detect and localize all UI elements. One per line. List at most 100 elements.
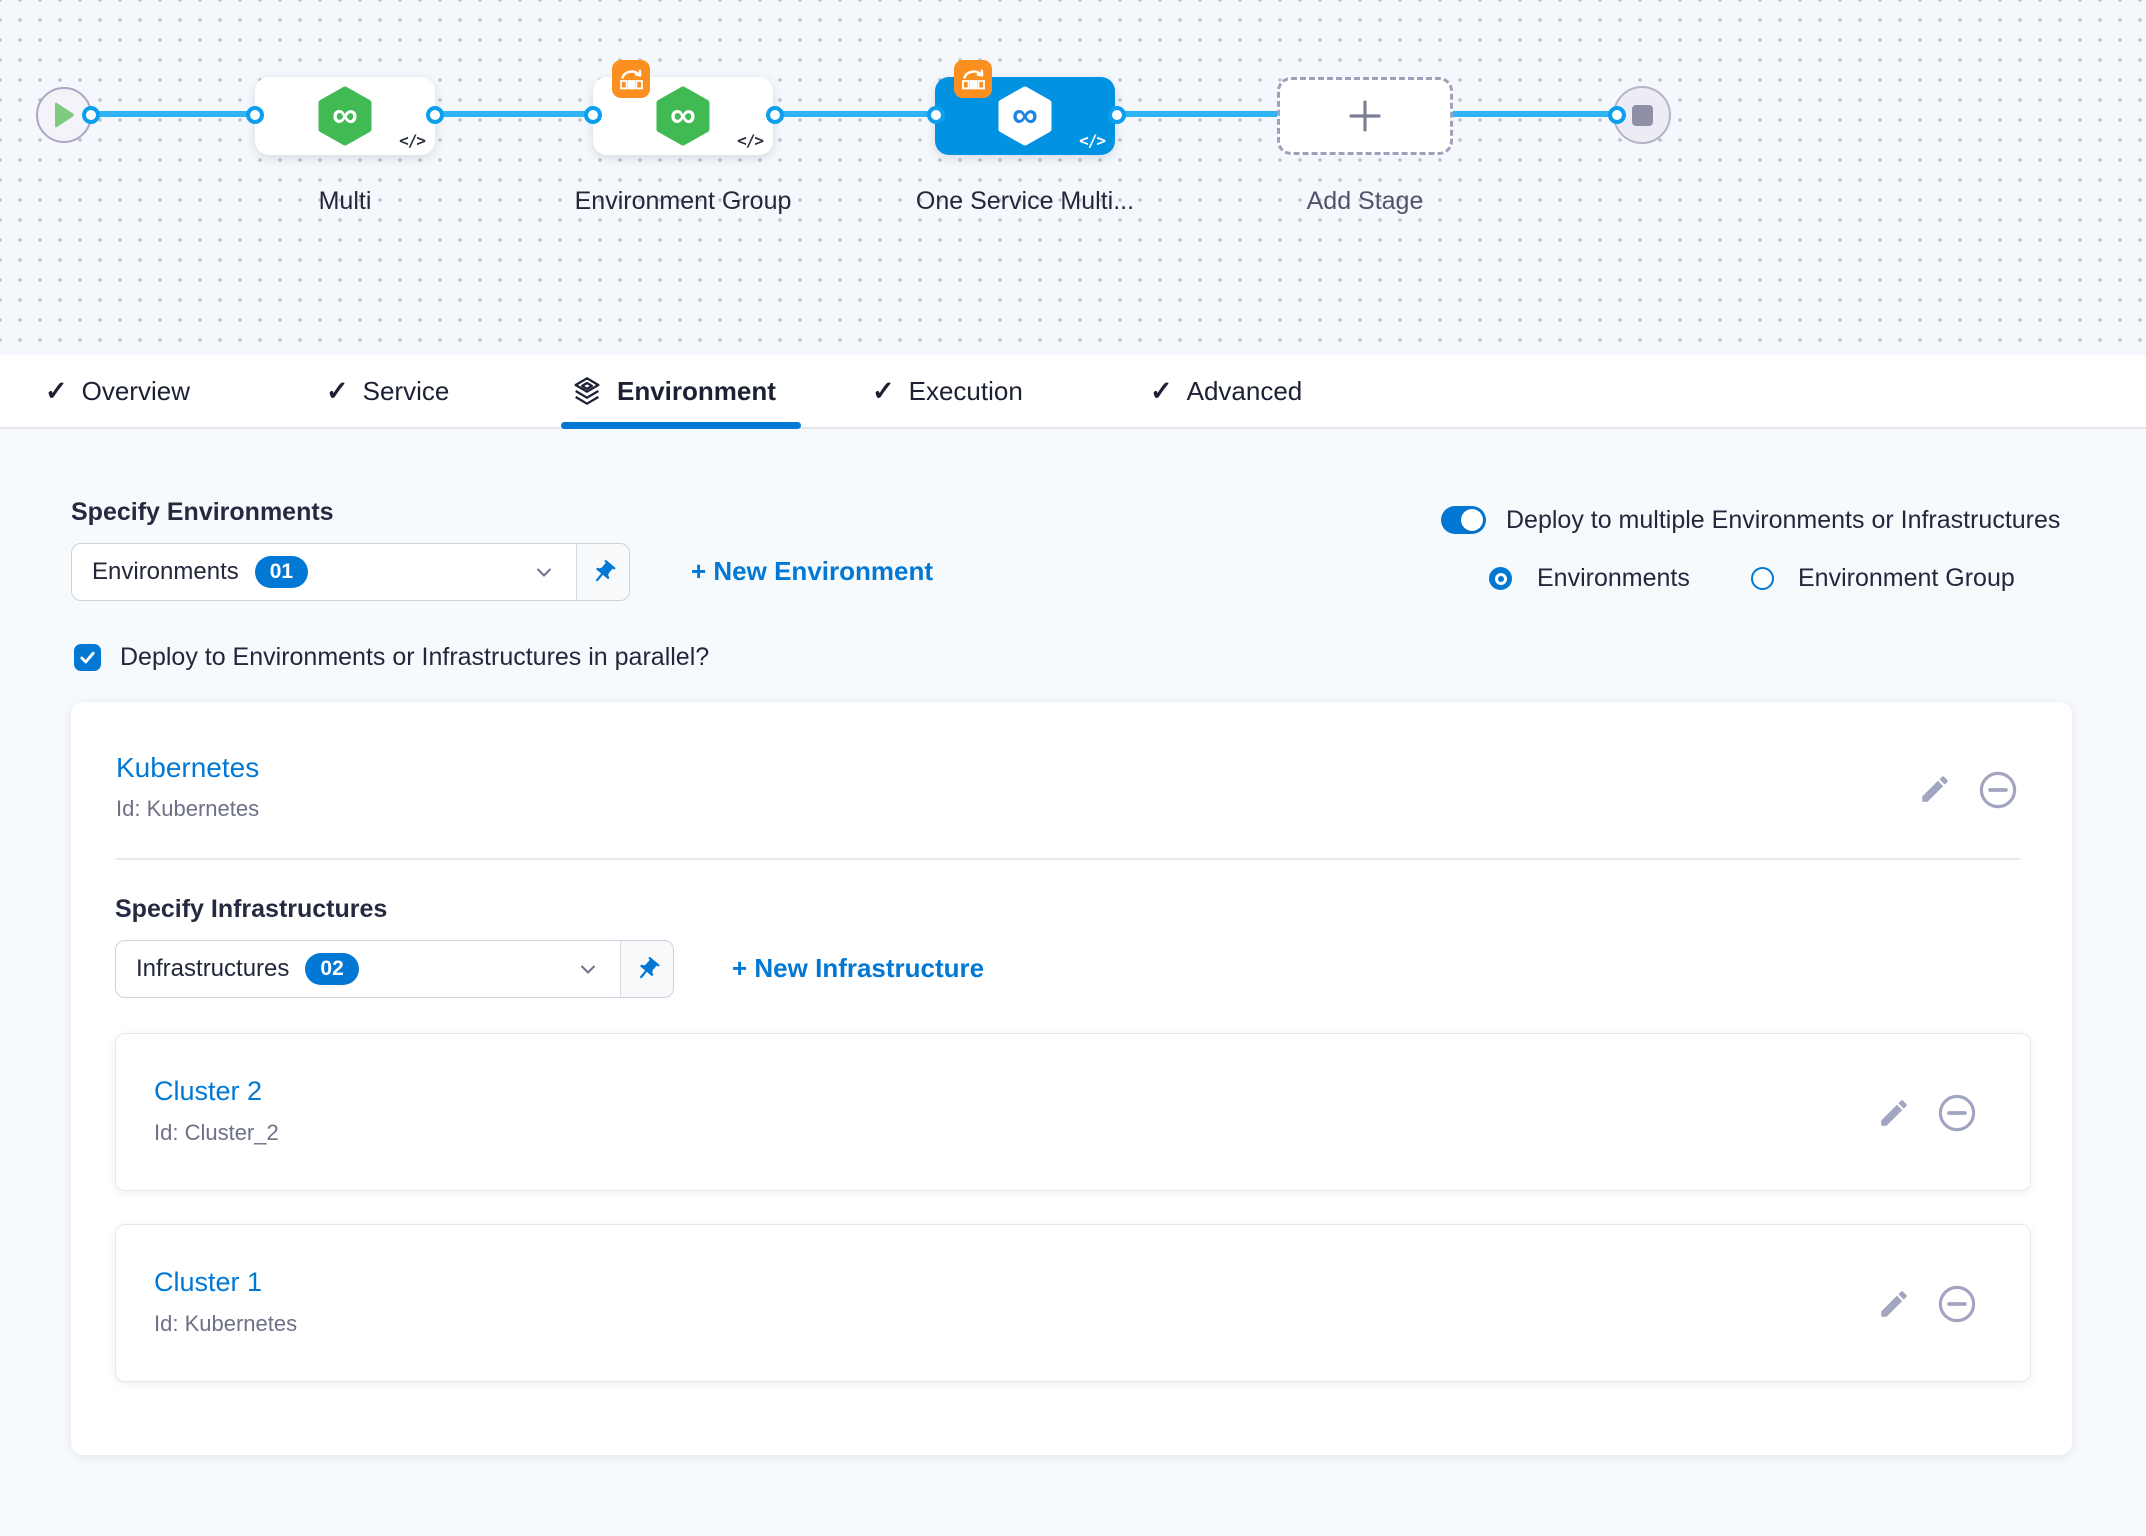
stage-node-environment-group[interactable]: ∞ </> (593, 60, 773, 155)
environments-dropdown: Environments 01 (71, 543, 630, 601)
deploy-parallel-checkbox-label: Deploy to Environments or Infrastructure… (120, 643, 710, 671)
infrastructure-id-text: Id: Cluster_2 (154, 1120, 279, 1145)
svg-text:∞: ∞ (332, 94, 358, 135)
stage-node-one-service-multi[interactable]: ∞ </> (935, 60, 1115, 155)
svg-text:∞: ∞ (1012, 94, 1038, 135)
environment-panel: Specify Environments Environments 01 + N… (0, 429, 2146, 1536)
remove-icon (1938, 1094, 1976, 1132)
edit-icon (1881, 1100, 1907, 1126)
connector-port (927, 106, 945, 124)
pin-infrastructures-button[interactable] (620, 941, 673, 997)
tab-label: Advanced (1186, 375, 1303, 406)
check-icon: ✓ (872, 375, 895, 406)
deploy-multiple-toggle-label: Deploy to multiple Environments or Infra… (1506, 506, 2061, 534)
connector-port (246, 106, 264, 124)
connector-port (82, 106, 100, 124)
plus-icon (1349, 100, 1381, 132)
remove-infrastructure-button[interactable] (1936, 1283, 1978, 1325)
tab-execution[interactable]: ✓ Execution (872, 355, 1023, 427)
connector-port (1608, 106, 1626, 124)
radio-environments-label: Environments (1537, 564, 1690, 592)
specify-environments-label: Specify Environments (71, 498, 334, 526)
stage-label-one-service-multi: One Service Multi... (915, 187, 1135, 215)
radio-environment-group[interactable] (1751, 567, 1774, 590)
remove-icon (1979, 771, 2017, 809)
radio-environment-group-label: Environment Group (1798, 564, 2015, 592)
infrastructures-dropdown-value: Infrastructures (136, 955, 290, 982)
matrix-loop-badge-icon (612, 60, 650, 98)
environment-name-link[interactable]: Kubernetes (116, 752, 260, 783)
radio-environments[interactable] (1489, 567, 1512, 590)
pin-icon (595, 559, 615, 581)
infrastructure-card-cluster-1: Cluster 1 Id: Kubernetes (115, 1224, 2031, 1382)
new-infrastructure-link[interactable]: + New Infrastructure (732, 953, 985, 983)
harness-service-icon: ∞ (318, 86, 372, 146)
harness-service-icon: ∞ (998, 86, 1052, 146)
add-stage-button[interactable] (1277, 77, 1453, 155)
deploy-parallel-checkbox[interactable] (74, 644, 101, 671)
tab-label: Overview (81, 375, 190, 406)
infrastructures-count-badge: 02 (305, 953, 359, 985)
code-icon: </> (1079, 131, 1106, 150)
active-tab-underline (561, 422, 801, 429)
remove-infrastructure-button[interactable] (1936, 1092, 1978, 1134)
connector-port (426, 106, 444, 124)
code-icon: </> (399, 131, 426, 150)
connector-port (1108, 106, 1126, 124)
infrastructure-id-text: Id: Kubernetes (154, 1311, 298, 1336)
tab-label: Execution (908, 375, 1023, 406)
play-icon (55, 102, 74, 128)
check-icon: ✓ (45, 375, 68, 406)
remove-environment-button[interactable] (1977, 769, 2019, 811)
divider (116, 858, 2020, 860)
infrastructures-dropdown: Infrastructures 02 (115, 940, 674, 998)
environments-count-badge: 01 (254, 556, 309, 588)
remove-icon (1938, 1285, 1976, 1323)
pipeline-canvas: ∞ </> ∞ </> (0, 0, 2146, 355)
edit-infrastructure-button[interactable] (1875, 1094, 1913, 1132)
tab-environment[interactable]: Environment (571, 355, 776, 427)
tab-overview[interactable]: ✓ Overview (45, 355, 190, 427)
infrastructure-name-link[interactable]: Cluster 1 (154, 1267, 263, 1297)
pin-environments-button[interactable] (576, 544, 629, 600)
connector-port (766, 106, 784, 124)
stage-label-multi: Multi (318, 187, 372, 215)
specify-infrastructures-label: Specify Infrastructures (115, 895, 388, 923)
svg-text:∞: ∞ (670, 94, 696, 135)
new-environment-link[interactable]: + New Environment (691, 556, 933, 586)
edit-icon (1881, 1291, 1907, 1317)
chevron-down-icon (532, 560, 556, 584)
deploy-multiple-toggle[interactable] (1441, 506, 1486, 534)
environments-dropdown-trigger[interactable]: Environments 01 (72, 544, 576, 600)
environment-layers-icon (574, 377, 600, 405)
stage-node-multi[interactable]: ∞ </> (255, 77, 435, 155)
environments-dropdown-value: Environments (92, 558, 239, 585)
infrastructure-card-cluster-2: Cluster 2 Id: Cluster_2 (115, 1033, 2031, 1191)
pipeline-start-node (36, 87, 92, 143)
tab-label: Environment (617, 375, 776, 406)
stage-label-environment-group: Environment Group (574, 187, 792, 215)
code-icon: </> (737, 131, 764, 150)
infrastructure-name-link[interactable]: Cluster 2 (154, 1076, 263, 1106)
toggle-knob (1461, 509, 1483, 531)
tab-service[interactable]: ✓ Service (326, 355, 449, 427)
tab-label: Service (362, 375, 450, 406)
stage-label-add-stage: Add Stage (1306, 187, 1424, 215)
pipeline-connector-line (91, 111, 1617, 117)
chevron-down-icon (576, 957, 600, 981)
check-icon: ✓ (1150, 375, 1173, 406)
connector-port (584, 106, 602, 124)
edit-infrastructure-button[interactable] (1875, 1285, 1913, 1323)
pin-icon (639, 956, 659, 978)
environment-id-text: Id: Kubernetes (116, 796, 260, 821)
infrastructures-dropdown-trigger[interactable]: Infrastructures 02 (116, 941, 620, 997)
edit-environment-button[interactable] (1916, 770, 1954, 808)
matrix-loop-badge-icon (954, 60, 992, 98)
stop-icon (1631, 104, 1653, 126)
tab-advanced[interactable]: ✓ Advanced (1150, 355, 1302, 427)
edit-icon (1922, 776, 1948, 802)
check-icon (80, 651, 95, 664)
check-icon: ✓ (326, 375, 349, 406)
harness-service-icon: ∞ (656, 86, 710, 146)
environment-card: Kubernetes Id: Kubernetes Specify Infras… (71, 702, 2072, 1455)
